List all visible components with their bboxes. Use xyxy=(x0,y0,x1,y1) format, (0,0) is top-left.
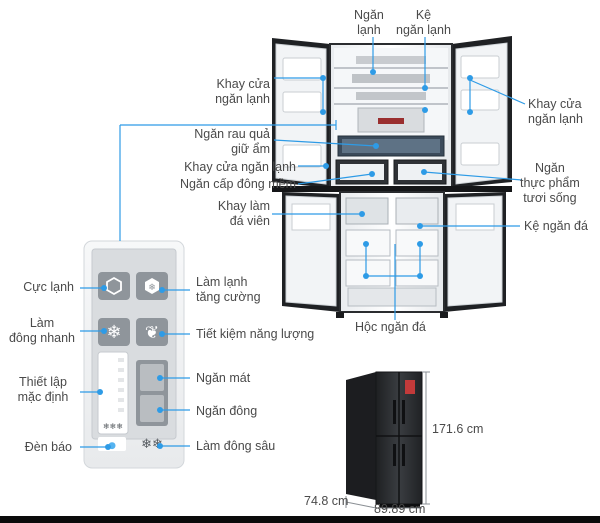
callout-dots xyxy=(97,69,473,450)
label-ngan-lanh: Ngăn lạnh xyxy=(354,8,384,37)
deep-freeze-icon: ❄❄ xyxy=(141,437,163,452)
label-ngan-mat: Ngăn mát xyxy=(196,371,251,385)
level-bars-icon xyxy=(118,358,124,412)
dimension-width: 89.89 cm xyxy=(374,502,426,516)
label-khay-cua-right: Khay cửa ngăn lạnh xyxy=(528,97,583,126)
label-ke-ngan-lanh: Kệ ngăn lạnh xyxy=(396,8,451,37)
label-thiet-lap: Thiết lập mặc định xyxy=(17,375,69,404)
label-lam-lanh-tang-cuong: Làm lạnh tăng cường xyxy=(196,275,261,304)
label-ke-ngan-da: Kệ ngăn đá xyxy=(524,219,588,233)
label-ngan-cap-dong: Ngăn cấp đông mềm xyxy=(179,177,296,191)
dimension-depth: 74.8 cm xyxy=(304,494,349,508)
label-ngan-rau-qua: Ngăn rau quả giữ ẩm xyxy=(194,127,270,156)
label-tiet-kiem: Tiết kiệm năng lượng xyxy=(196,327,315,341)
small-snowflakes-icon: ❄❄❄ xyxy=(103,422,123,431)
label-khay-cua-ngan-lanh: Khay cửa ngăn lạnh xyxy=(184,160,296,174)
label-ngan-thuc-pham: Ngăn thực phẩm tươi sống xyxy=(520,161,580,205)
control-panel xyxy=(83,240,185,469)
indicator-light-icon: ● xyxy=(108,441,116,451)
label-khay-lam-da: Khay làm đá viên xyxy=(217,199,270,228)
svg-text:❄: ❄ xyxy=(148,283,156,293)
label-cuc-lanh: Cực lạnh xyxy=(23,280,74,294)
label-khay-cua-left: Khay cửa ngăn lạnh xyxy=(215,77,270,106)
label-lam-dong-nhanh: Làm đông nhanh xyxy=(8,316,76,345)
label-den-bao: Đèn báo xyxy=(24,440,72,454)
label-ngan-dong: Ngăn đông xyxy=(196,404,258,418)
label-hoc-ngan-da: Hộc ngăn đá xyxy=(355,320,426,334)
leaf-icon: ❦ xyxy=(145,323,159,343)
label-lam-dong-sau: Làm đông sâu xyxy=(196,439,276,453)
hexagon-icon xyxy=(106,276,122,296)
dimension-height: 171.6 cm xyxy=(432,422,484,436)
boost-cooling-icon: ❄ xyxy=(145,278,159,294)
dimension-lines xyxy=(345,371,430,509)
callout-lines xyxy=(80,37,526,448)
closed-fridge xyxy=(346,371,423,508)
snowflake-icon: ❄ xyxy=(106,322,121,343)
bottom-bar xyxy=(0,516,600,523)
